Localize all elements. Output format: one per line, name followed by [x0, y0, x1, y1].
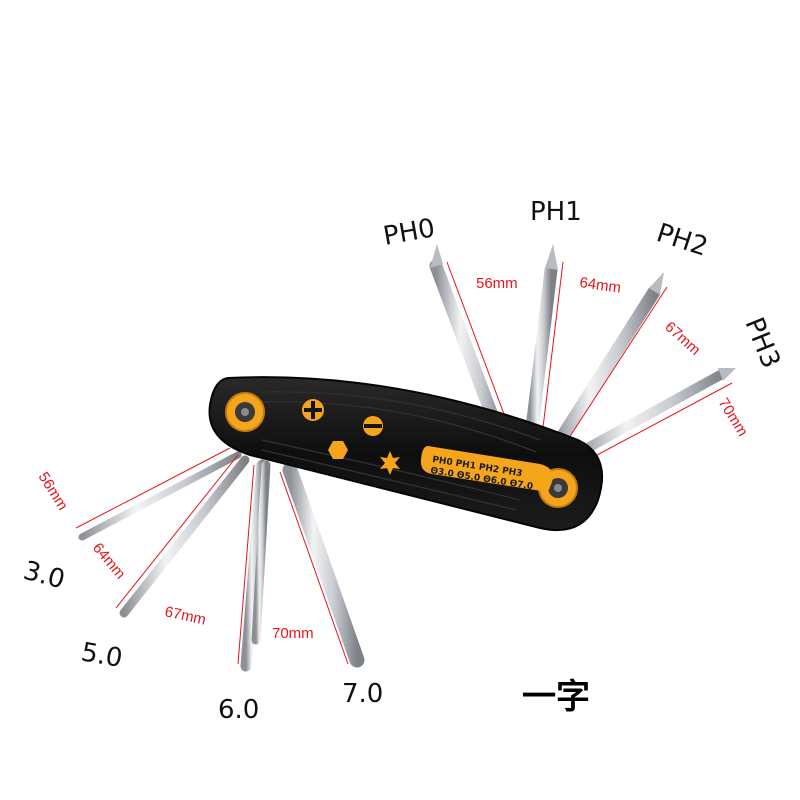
length-slot-3-0: 56mm [35, 469, 72, 513]
label-ph3: PH3 [739, 313, 786, 372]
hex-icon [328, 441, 348, 459]
phillips-bit-ph3 [570, 368, 736, 460]
length-ph0: 56mm [476, 275, 518, 292]
phillips-bit-ph1 [523, 244, 558, 452]
dimension-lines [75, 261, 733, 665]
slotted-caption: 一字 [522, 677, 590, 717]
slotted-bit-5-0 [119, 455, 250, 618]
label-slot-6-0: 6.0 [218, 695, 259, 725]
length-ph2: 67mm [661, 318, 703, 359]
phillips-icon [302, 399, 324, 421]
label-ph1: PH1 [530, 197, 582, 227]
length-slot-6-0: 67mm [163, 603, 207, 628]
label-slot-3-0: 3.0 [20, 556, 68, 596]
label-ph0: PH0 [381, 213, 437, 252]
slotted-icon [363, 416, 383, 436]
slotted-bit-7-0 [282, 462, 365, 668]
folding-handle: PH0 PH1 PH2 PH3 Θ3.0 Θ5.0 Θ6.0 Θ7.0 [208, 376, 603, 532]
length-ph3: 70mm [715, 395, 752, 439]
label-ph2: PH2 [653, 218, 712, 263]
length-slot-5-0: 64mm [89, 540, 129, 583]
length-ph1: 64mm [578, 274, 622, 297]
phillips-bit-ph2 [548, 272, 664, 455]
label-slot-5-0: 5.0 [79, 637, 125, 674]
slotted-bit-3-0 [78, 451, 242, 541]
torx-icon [380, 451, 400, 475]
length-slot-7-0: 70mm [272, 625, 314, 642]
slotted-bit-6-0 [240, 459, 271, 672]
label-slot-7-0: 7.0 [342, 679, 383, 709]
